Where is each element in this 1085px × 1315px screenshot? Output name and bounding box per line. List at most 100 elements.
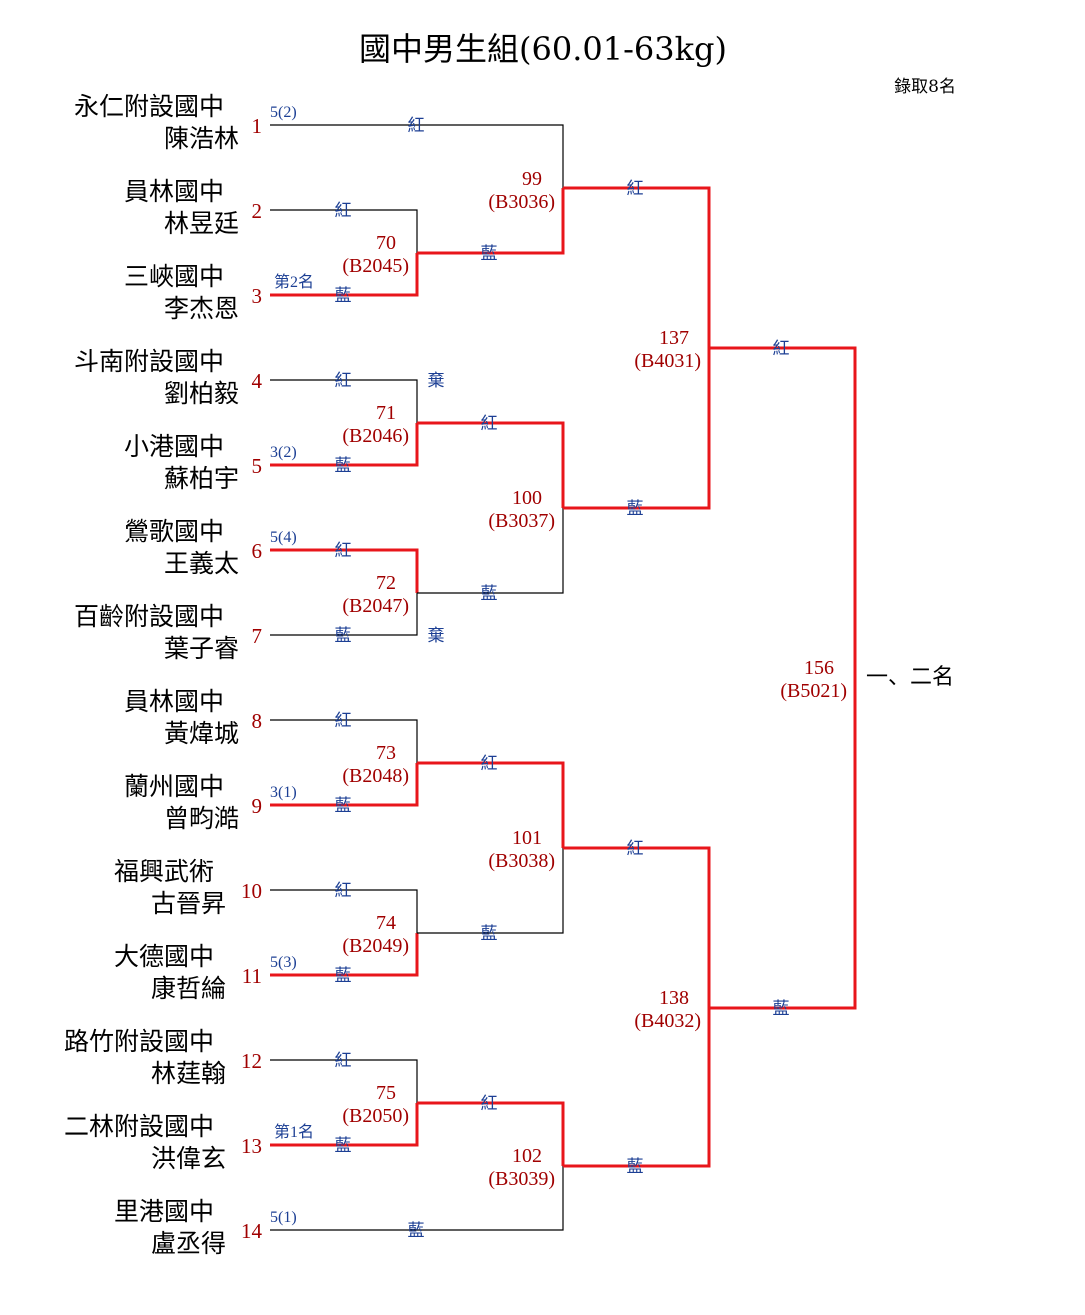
player-name: 曾畇澔 [164,804,239,833]
seed-number: 13 [241,1134,262,1158]
page-title: 國中男生組(60.01-63kg) [359,30,727,68]
quota-label: 錄取8名 [894,77,956,97]
match-code: (B4031) [634,350,701,372]
player-name: 康哲綸 [151,974,226,1003]
match-number: 137 [659,327,689,349]
line-c1 [270,124,564,188]
line-c5 [270,423,419,467]
match-label: 101 (B3038) [488,827,555,872]
school-name: 大德國中 [114,942,214,971]
line-c14 [270,1166,564,1231]
line-m72-win [417,508,564,594]
competitor-row: 二林附設國中 洪偉玄 13 第1名 [64,1112,314,1173]
player-name: 陳浩林 [164,124,239,153]
line-c7 [270,593,418,636]
match-label: 72 (B2047) [342,572,409,617]
corner-blue-label: 藍 [773,999,790,1019]
match-code: (B3037) [488,510,555,532]
competitor-row: 永仁附設國中 陳浩林 1 5(2) [74,92,297,153]
match-number: 100 [512,487,542,509]
corner-blue-label: 藍 [408,1221,425,1241]
line-c12 [270,1059,418,1103]
match-number: 75 [376,1082,396,1104]
corner-red-label: 紅 [408,116,425,136]
result-note: 5(4) [270,529,297,546]
school-name: 員林國中 [124,177,224,206]
line-c9 [270,763,419,807]
match-code: (B3039) [488,1168,555,1190]
line-c11 [270,933,419,977]
corner-red-label: 紅 [335,371,352,391]
match-code: (B2046) [342,425,409,447]
match-number: 73 [376,742,396,764]
competitor-row: 里港國中 盧丞得 14 5(1) [114,1197,297,1258]
corner-blue-label: 藍 [481,924,498,944]
match-label: 70 (B2045) [342,232,409,277]
line-m102-win [563,1008,711,1168]
match-number: 101 [512,827,542,849]
line-m138-win [709,678,857,1010]
match-label: 74 (B2049) [342,912,409,957]
line-c10 [270,889,418,933]
school-name: 員林國中 [124,687,224,716]
match-label: 71 (B2046) [342,402,409,447]
seed-number: 14 [241,1219,263,1243]
school-name: 鶯歌國中 [124,517,224,546]
school-name: 三峽國中 [124,262,224,291]
seed-number: 4 [252,369,263,393]
match-number: 102 [512,1145,542,1167]
seed-number: 3 [252,284,263,308]
line-m137-win [709,346,857,678]
line-m71-win [417,421,565,508]
corner-blue-label: 藍 [627,499,644,519]
school-name: 斗南附設國中 [74,347,224,376]
seed-number: 8 [252,709,263,733]
corner-blue-label: 藍 [481,584,498,604]
match-number: 72 [376,572,396,594]
corner-blue-label: 藍 [335,626,352,646]
forfeit-mark: 棄 [428,371,445,391]
corner-red-label: 紅 [335,1051,352,1071]
competitor-row: 員林國中 林昱廷 2 [124,177,262,238]
competitor-list: 永仁附設國中 陳浩林 1 5(2) 員林國中 林昱廷 2 三峽國中 李杰恩 3 … [64,92,314,1258]
match-code: (B5021) [780,680,847,702]
corner-blue-label: 藍 [627,1157,644,1177]
player-name: 盧丞得 [151,1229,226,1258]
forfeit-mark: 棄 [428,626,445,646]
match-number: 138 [659,987,689,1009]
match-code: (B4032) [634,1010,701,1032]
seed-number: 10 [241,879,262,903]
line-m73-win [417,761,565,848]
corner-red-label: 紅 [627,839,644,859]
seed-number: 2 [252,199,263,223]
corner-blue-label: 藍 [335,456,352,476]
corner-red-label: 紅 [481,414,498,434]
corner-red-label: 紅 [773,339,790,359]
result-note: 5(1) [270,1209,297,1226]
seed-number: 7 [252,624,263,648]
competitor-row: 路竹附設國中 林莛翰 12 [64,1027,262,1088]
corner-blue-label: 藍 [481,244,498,264]
seed-number: 1 [252,114,263,138]
match-number: 70 [376,232,396,254]
corner-red-label: 紅 [335,881,352,901]
line-c2 [270,209,418,253]
competitor-row: 斗南附設國中 劉柏毅 4 [74,347,263,408]
line-m100-win [563,348,711,510]
line-m99-win [563,186,711,348]
corner-red-label: 紅 [335,541,352,561]
school-name: 里港國中 [114,1197,214,1226]
match-code: (B2045) [342,255,409,277]
school-name: 蘭州國中 [124,772,224,801]
match-label: 137 (B4031) [634,327,701,372]
school-name: 永仁附設國中 [74,92,224,121]
player-name: 王義太 [164,549,239,578]
line-c8 [270,719,418,763]
school-name: 小港國中 [124,432,224,461]
match-label: 99 (B3036) [488,168,555,213]
school-name: 百齡附設國中 [74,602,224,631]
match-code: (B3036) [488,191,555,213]
result-note: 3(1) [270,784,297,801]
seed-number: 11 [242,964,262,988]
